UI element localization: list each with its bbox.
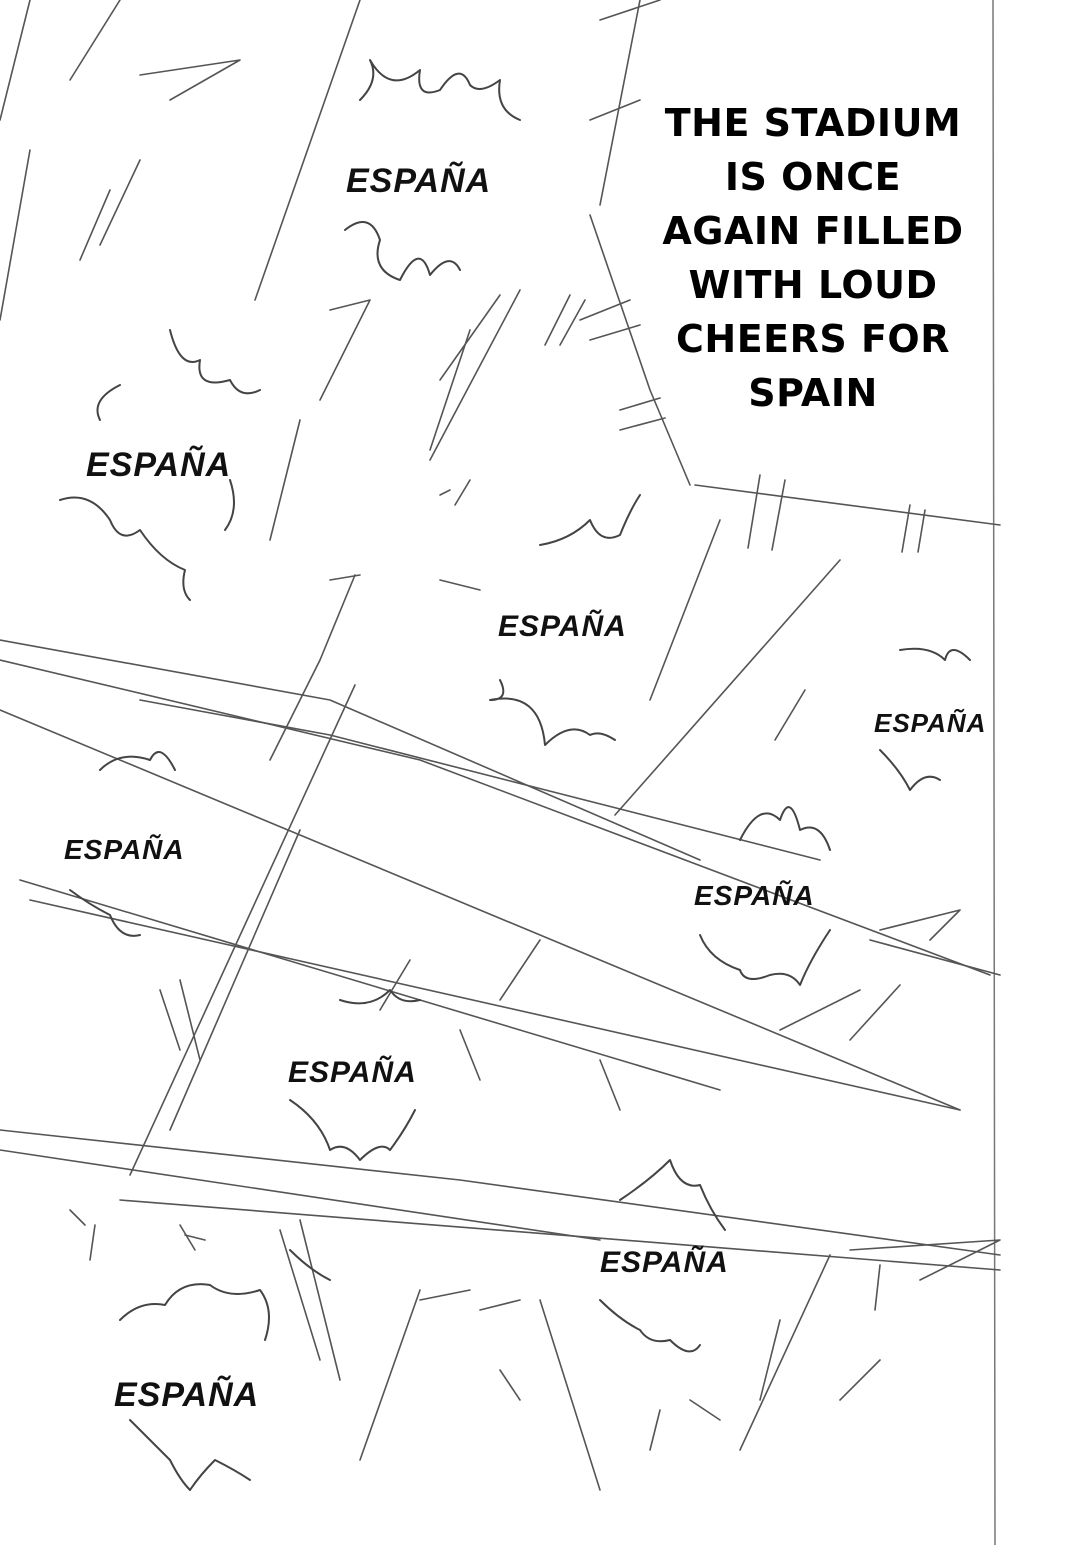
narration-line: CHEERS FOR <box>676 317 950 361</box>
crowd-chant: ESPAÑA <box>874 708 987 738</box>
crowd-chant: ESPAÑA <box>288 1056 417 1089</box>
crowd-chant: ESPAÑA <box>86 446 232 484</box>
narration-line: THE STADIUM <box>664 101 962 145</box>
crowd-chant: ESPAÑA <box>64 834 185 865</box>
narration-line: SPAIN <box>748 371 878 415</box>
crowd-chant: ESPAÑA <box>114 1376 260 1414</box>
narration-text: THE STADIUM IS ONCE AGAIN FILLED WITH LO… <box>628 96 998 420</box>
narration-line: AGAIN FILLED <box>662 209 964 253</box>
crowd-chant: ESPAÑA <box>346 162 492 200</box>
panel-border <box>992 0 996 1545</box>
crowd-chant: ESPAÑA <box>498 610 627 643</box>
crowd-chant: ESPAÑA <box>600 1246 729 1279</box>
crowd-chant: ESPAÑA <box>694 880 815 911</box>
narration-line: WITH LOUD <box>688 263 938 307</box>
stadium-stand-lines <box>0 0 1001 1491</box>
shout-bubble-lines <box>59 59 971 1491</box>
narration-line: IS ONCE <box>724 155 902 199</box>
